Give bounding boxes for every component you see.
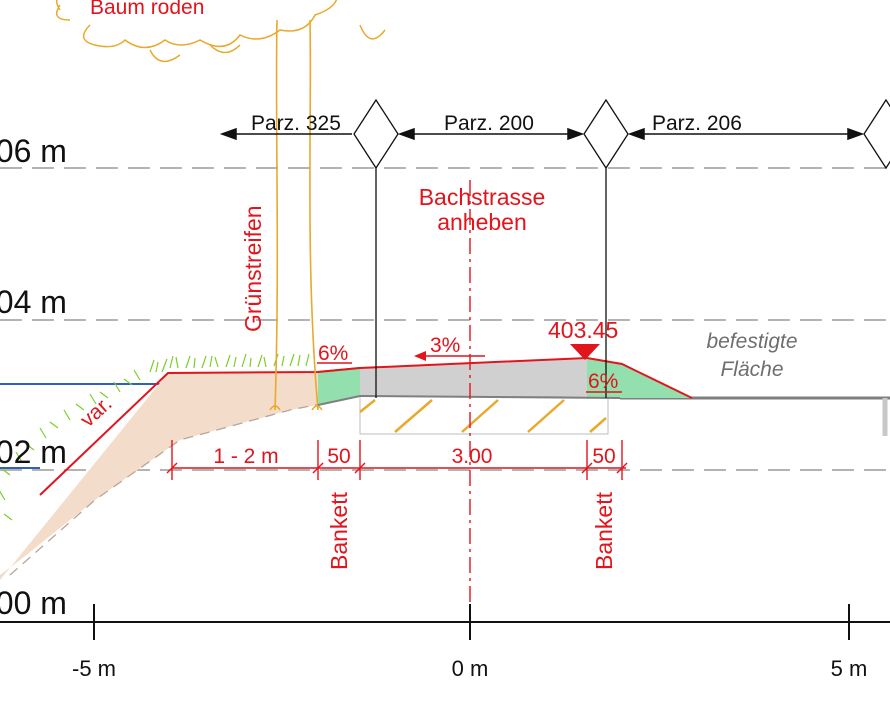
dim-shoulder-left: 50 [327, 445, 350, 468]
slope-label-right: 6% [588, 370, 618, 393]
elevation-marker-icon [570, 344, 600, 360]
slope-label-left: 6% [318, 342, 348, 365]
parcel-label-200: Parz. 200 [444, 112, 534, 135]
existing-terrain-line [9, 395, 361, 576]
shoulder-label-left: Bankett [326, 491, 352, 570]
existing-road-base [359, 395, 609, 435]
boundary-marker-icon [353, 98, 399, 170]
old-road-surface-line [359, 395, 621, 399]
elevation-label-400: 400 m [0, 585, 67, 621]
parcel-arrows [219, 127, 865, 141]
slope-label-embankment: var. [76, 392, 117, 432]
dim-green-width: 1 - 2 m [213, 445, 278, 468]
elevation-label-404: 404 m [0, 284, 67, 320]
dim-shoulder-right: 50 [592, 445, 615, 468]
shoulder-fill-right [587, 358, 692, 398]
elevation-label-406: 406 m [0, 133, 67, 169]
grass-vegetation [0, 353, 310, 521]
x-tick-label-5: 5 m [831, 656, 868, 681]
shoulder-label-right: Bankett [591, 491, 617, 570]
tree-trunk [269, 19, 323, 411]
boundary-marker-icon [863, 98, 890, 170]
road-base-hatching [359, 399, 607, 433]
paved-area-label-line1: befestigte [706, 330, 797, 353]
road-title-line1: Bachstrasse [419, 184, 546, 210]
green-strip-label: Grünstreifen [240, 205, 266, 332]
parcel-label-206: Parz. 206 [652, 112, 742, 135]
boundary-marker-icon [583, 98, 629, 170]
elevation-value: 403.45 [548, 317, 618, 343]
x-tick-label-neg5: -5 m [72, 656, 116, 681]
old-road-surface-line-left [317, 395, 361, 406]
elevation-gridlines [0, 167, 890, 471]
slope-label-road: 3% [430, 334, 460, 357]
road-title-line2: anheben [437, 209, 527, 235]
soil-embankment [0, 372, 318, 580]
elevation-label-402: 402 m [0, 434, 67, 470]
parcel-label-325: Parz. 325 [251, 112, 341, 135]
tree-crown-icon [55, 0, 386, 63]
shoulder-fill-left [318, 368, 360, 405]
x-tick-label-0: 0 m [452, 656, 489, 681]
road-raise-fill [360, 358, 587, 396]
new-road-surface-line [317, 356, 693, 399]
paved-area-label-line2: Fläche [720, 358, 783, 381]
x-axis-ticks [93, 604, 850, 640]
slope-arrowhead-road [414, 351, 426, 361]
tree-label: Baum roden [90, 0, 204, 19]
dim-road-width: 3.00 [452, 445, 493, 468]
dimension-line [166, 440, 628, 480]
parcel-boundaries [353, 98, 890, 398]
